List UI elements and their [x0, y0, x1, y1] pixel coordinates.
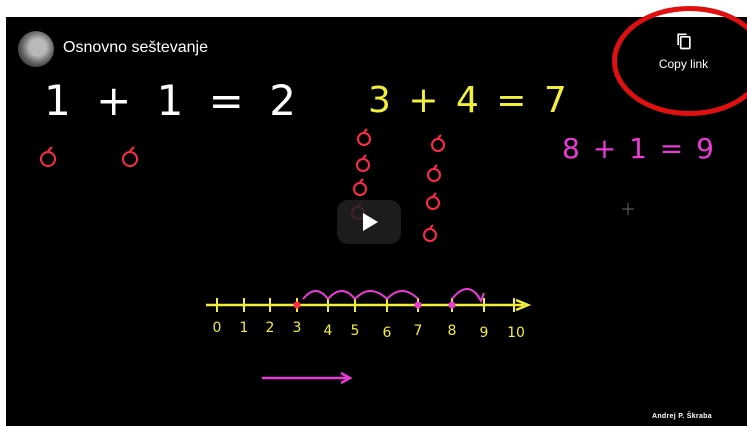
apple-icon	[427, 164, 441, 182]
tick-label: 2	[266, 320, 275, 336]
equation-3: 8 + 1 = 9	[562, 132, 716, 165]
tick-label: 1	[240, 320, 249, 336]
play-button[interactable]	[337, 200, 401, 244]
cursor-crosshair-icon	[622, 203, 634, 215]
play-icon	[363, 213, 378, 231]
apple-icon	[353, 178, 367, 196]
tick-label: 0	[213, 320, 222, 336]
tick-label: 3	[293, 320, 302, 336]
number-line: 0 1 2 3 4 5 6 7 8 9 10	[206, 288, 532, 341]
tick-label: 6	[383, 325, 392, 341]
channel-watermark: Andrej P. Škraba	[652, 413, 712, 420]
tick-label: 8	[448, 323, 457, 339]
tick-label: 10	[507, 325, 525, 341]
channel-avatar[interactable]	[18, 31, 54, 67]
chalkboard: 1 + 1 = 2 3 + 4 = 7 8 + 1 = 9	[40, 76, 716, 385]
equation-1: 1 + 1 = 2	[44, 76, 302, 125]
tick-label: 7	[414, 323, 423, 339]
apple-icon	[423, 224, 437, 242]
apple-icon	[122, 146, 138, 167]
annotation-circle	[612, 6, 747, 116]
equation-2: 3 + 4 = 7	[368, 80, 570, 121]
video-title[interactable]: Osnovno seštevanje	[63, 39, 208, 56]
tick-label: 5	[351, 323, 360, 339]
apple-icon	[431, 134, 445, 152]
tick-label: 4	[324, 323, 333, 339]
apple-icon	[426, 192, 440, 210]
tick-label: 9	[480, 325, 489, 341]
arrow-right-icon	[262, 371, 353, 385]
apple-icon	[356, 154, 370, 172]
apple-icon	[357, 128, 371, 146]
apple-icon	[40, 146, 56, 167]
